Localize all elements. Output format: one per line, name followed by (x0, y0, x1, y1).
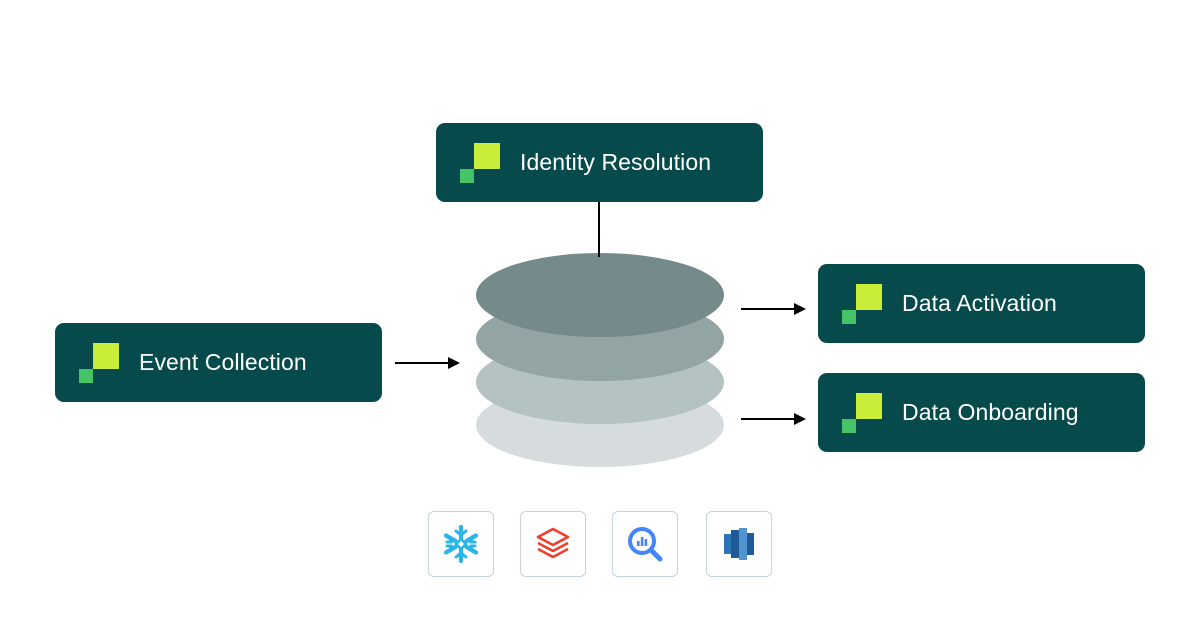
redshift-icon (724, 528, 754, 560)
redshift-tile (706, 511, 772, 577)
data-activation-node: Data Activation (818, 264, 1145, 343)
identity-resolution-node: Identity Resolution (436, 123, 763, 202)
brand-mark-icon (79, 342, 119, 383)
snowflake-icon (443, 524, 479, 564)
bigquery-tile (612, 511, 678, 577)
data-activation-label: Data Activation (902, 290, 1057, 316)
storage-layer-top (476, 253, 724, 337)
bigquery-icon (628, 527, 663, 562)
brand-mark-icon (842, 283, 882, 324)
event-collection-label: Event Collection (139, 349, 307, 375)
event-collection-node: Event Collection (55, 323, 382, 402)
brand-mark-icon (842, 392, 882, 433)
identity-resolution-label: Identity Resolution (520, 149, 712, 175)
storage-stack (476, 253, 724, 467)
data-onboarding-label: Data Onboarding (902, 399, 1079, 425)
databricks-tile (520, 511, 586, 577)
brand-mark-icon (460, 142, 500, 183)
snowflake-tile (428, 511, 494, 577)
databricks-icon (536, 527, 570, 559)
data-onboarding-node: Data Onboarding (818, 373, 1145, 452)
